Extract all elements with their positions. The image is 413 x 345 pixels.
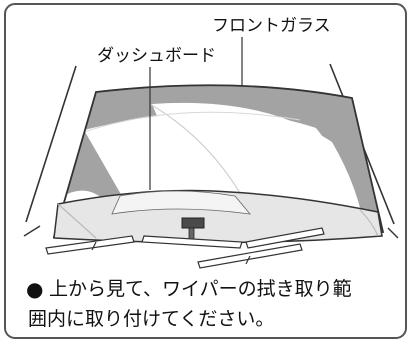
wiper-blade-right <box>245 227 325 249</box>
wiper-arm-left <box>45 235 135 255</box>
diagram-frame <box>4 3 407 339</box>
note-line-1: 上から見て、ワイパーの拭き取り範 <box>49 278 352 300</box>
dashboard-top-panel <box>111 190 251 215</box>
wiper-pivot-right <box>245 255 251 265</box>
wiper-arm-right <box>197 243 303 269</box>
dashboard-label: ダッシュボード <box>97 46 216 66</box>
bullet-icon: ● <box>26 277 44 301</box>
right-body-edge <box>387 227 399 239</box>
wiper-arc-upper <box>83 111 301 133</box>
note-line-2: 囲内に取り付けてください。 <box>28 308 275 330</box>
device-stand <box>188 227 195 240</box>
left-pillar-outer <box>25 65 77 223</box>
left-body-edge <box>23 225 41 237</box>
wiper-pivot-left <box>91 241 97 251</box>
dashboard-left-curve <box>57 203 97 239</box>
windshield-label: フロントガラス <box>212 16 331 36</box>
wiper-blade-left <box>141 235 243 249</box>
device-unit <box>181 217 205 229</box>
dashboard-right-curve <box>359 209 379 237</box>
